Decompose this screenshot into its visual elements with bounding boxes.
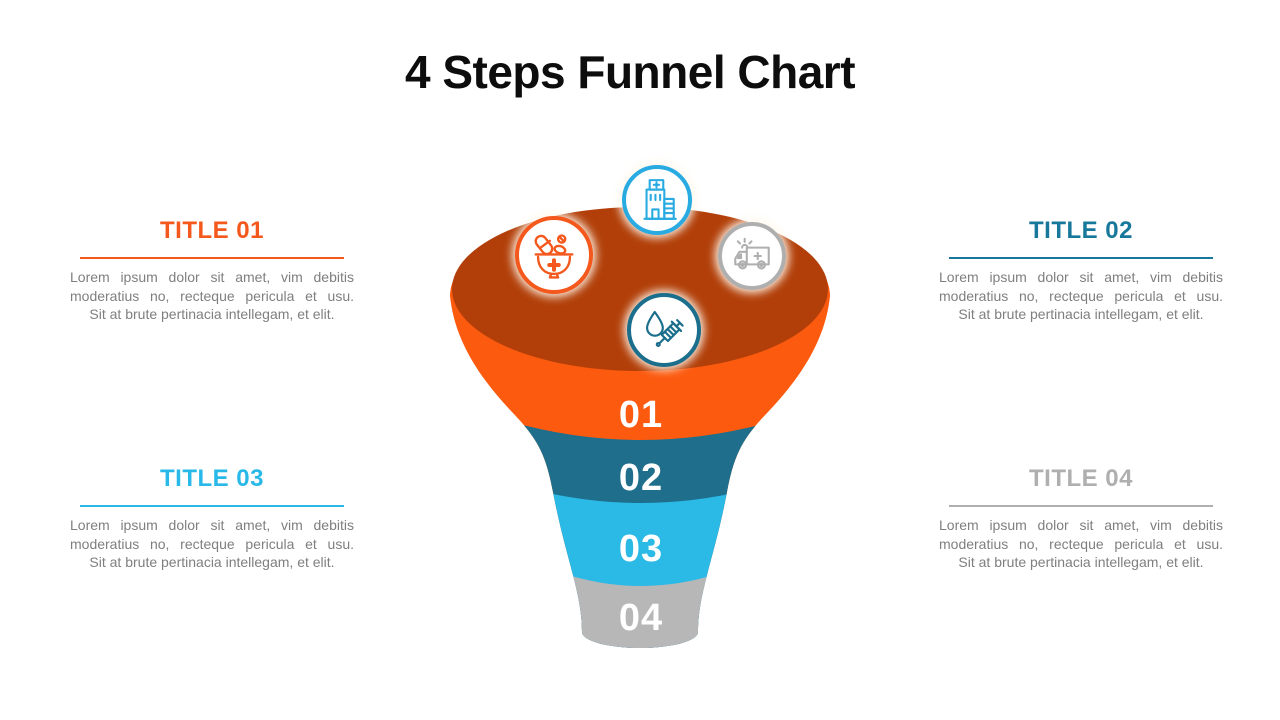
- step-block-1: TITLE 01 Lorem ipsum dolor sit amet, vim…: [70, 216, 354, 324]
- step-block-2-title: TITLE 02: [1028, 217, 1134, 244]
- step-block-4-title: TITLE 04: [1028, 465, 1134, 492]
- syringe-badge: [627, 293, 701, 367]
- step-block-1-underline: [80, 257, 344, 259]
- funnel-label-2: 02: [619, 457, 663, 499]
- step-block-4-underline: [949, 505, 1213, 507]
- ambulance-badge: [718, 222, 786, 290]
- step-block-4-body: Lorem ipsum dolor sit amet, vim debitis …: [939, 517, 1223, 570]
- hospital-building-icon: [643, 179, 677, 220]
- funnel-segment-4: [562, 573, 720, 648]
- step-block-3-body: Lorem ipsum dolor sit amet, vim debitis …: [70, 517, 354, 570]
- step-block-2: TITLE 02 Lorem ipsum dolor sit amet, vim…: [939, 216, 1223, 324]
- funnel-label-3: 03: [619, 528, 663, 570]
- funnel-label-4: 04: [619, 597, 663, 639]
- pharmacy-mortar-icon: [534, 234, 574, 279]
- step-block-2-underline: [949, 257, 1213, 259]
- step-block-2-body: Lorem ipsum dolor sit amet, vim debitis …: [939, 269, 1223, 322]
- funnel-label-1: 01: [619, 394, 663, 436]
- step-block-3: TITLE 03 Lorem ipsum dolor sit amet, vim…: [70, 464, 354, 572]
- step-block-1-body: Lorem ipsum dolor sit amet, vim debitis …: [70, 269, 354, 322]
- pharmacy-mortar-badge: [515, 216, 593, 294]
- step-block-3-underline: [80, 505, 344, 507]
- hospital-badge: [622, 165, 692, 235]
- page-title: 4 Steps Funnel Chart: [404, 46, 856, 98]
- step-block-1-title: TITLE 01: [159, 217, 265, 244]
- syringe-drop-icon: [646, 310, 684, 347]
- ambulance-icon: [734, 237, 770, 270]
- step-block-3-title: TITLE 03: [159, 465, 265, 492]
- step-block-4: TITLE 04 Lorem ipsum dolor sit amet, vim…: [939, 464, 1223, 572]
